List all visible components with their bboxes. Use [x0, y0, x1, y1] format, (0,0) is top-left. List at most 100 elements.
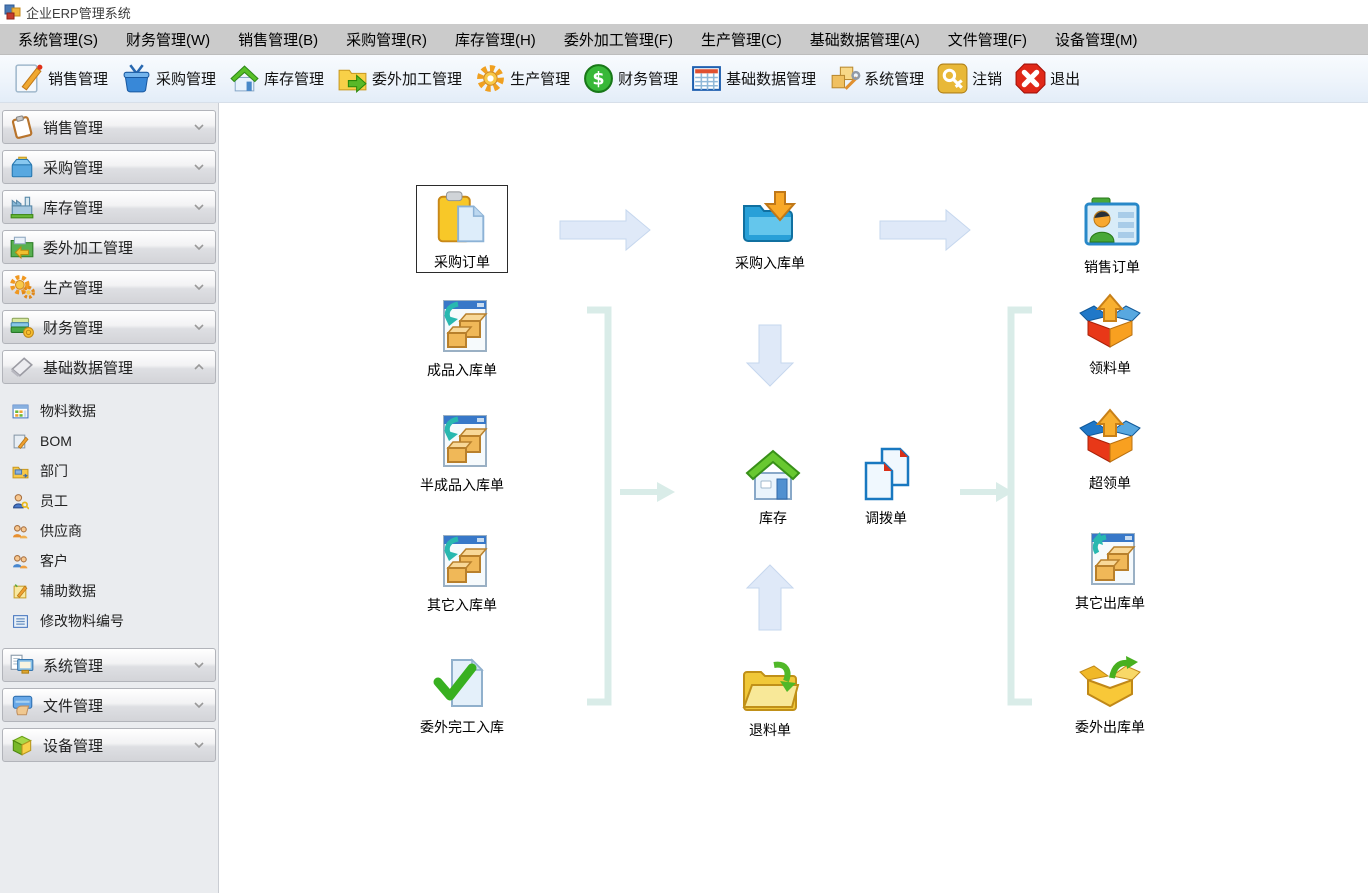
sidebar-panel-sales-label: 销售管理 — [43, 119, 104, 137]
left-small-arrow — [620, 482, 675, 502]
node-other-outbound[interactable]: 其它出库单 — [1055, 528, 1165, 613]
chevron-down-icon — [194, 244, 204, 251]
sidebar-panel-production[interactable]: 生产管理 — [2, 270, 216, 304]
toolbar-inventory-button[interactable]: 库存管理 — [222, 58, 330, 100]
left-bracket-connector — [587, 306, 612, 706]
toolbar-exit-button[interactable]: 退出 — [1008, 58, 1086, 100]
toolbar: 销售管理 采购管理 库存管理 委外加工管理 生产管理 — [0, 55, 1368, 103]
menu-inventory[interactable]: 库存管理(H) — [454, 31, 536, 49]
node-outsource-finish-inbound[interactable]: 委外完工入库 — [407, 652, 517, 737]
sidebar-item-supplier[interactable]: 供应商 — [0, 516, 218, 546]
menu-files[interactable]: 文件管理(F) — [947, 31, 1027, 49]
boxes-window-in-icon — [443, 300, 488, 352]
node-over-requisition[interactable]: 超领单 — [1055, 408, 1165, 493]
toolbar-logout-label: 注销 — [972, 71, 1003, 88]
toolbar-purchase-button[interactable]: 采购管理 — [114, 58, 222, 100]
node-transfer-order[interactable]: 调拨单 — [831, 443, 941, 528]
sidebar-panel-outsourcing[interactable]: 委外加工管理 — [2, 230, 216, 264]
sidebar-panel-finance-label: 财务管理 — [43, 319, 104, 337]
toolbar-sales-button[interactable]: 销售管理 — [6, 58, 114, 100]
sidebar-item-aux-data[interactable]: 辅助数据 — [0, 576, 218, 606]
flow-arrow-up — [745, 564, 795, 631]
node-material-requisition[interactable]: 领料单 — [1055, 293, 1165, 378]
sidebar-panel-equipment[interactable]: 设备管理 — [2, 728, 216, 762]
node-purchase-order-label: 采购订单 — [434, 254, 490, 270]
sidebar-panel-purchase[interactable]: 采购管理 — [2, 150, 216, 184]
chevron-down-icon — [194, 662, 204, 669]
sidebar-item-material-data[interactable]: 物料数据 — [0, 396, 218, 426]
chevron-down-icon — [194, 284, 204, 291]
node-outsource-outbound[interactable]: 委外出库单 — [1055, 652, 1165, 737]
node-purchase-order[interactable]: 采购订单 — [416, 185, 508, 273]
dollar-icon: $ — [584, 64, 614, 93]
bag-icon — [123, 64, 150, 93]
green-box-icon — [12, 735, 32, 756]
id-card-icon — [1084, 197, 1140, 246]
sidebar-panel-files[interactable]: 文件管理 — [2, 688, 216, 722]
factory-icon — [10, 196, 34, 219]
menu-purchase[interactable]: 采购管理(R) — [346, 31, 427, 49]
chevron-down-icon — [194, 702, 204, 709]
menu-sales[interactable]: 销售管理(B) — [238, 31, 319, 49]
node-sales-order[interactable]: 销售订单 — [1057, 192, 1167, 277]
toolbar-production-mgmt-label: 委外加工管理 — [372, 71, 463, 88]
node-other-inbound[interactable]: 其它入库单 — [407, 530, 517, 615]
right-bracket-connector — [1007, 306, 1032, 706]
key-icon — [937, 63, 968, 94]
sidebar-item-customer[interactable]: 客户 — [0, 546, 218, 576]
sidebar-item-edit-material-no[interactable]: 修改物料编号 — [0, 606, 218, 636]
node-semi-finished-inbound[interactable]: 半成品入库单 — [407, 410, 517, 495]
sidebar-panel-basedata[interactable]: 基础数据管理 — [2, 350, 216, 384]
toolbar-basedata-button[interactable]: 基础数据管理 — [684, 58, 822, 100]
sidebar-item-employee[interactable]: 员工 — [0, 486, 218, 516]
menu-finance[interactable]: 财务管理(W) — [126, 31, 211, 49]
title-bar: 企业ERP管理系统 — [0, 0, 1368, 24]
house-icon — [745, 449, 801, 500]
node-sales-order-label: 销售订单 — [1084, 259, 1140, 275]
menu-basedata[interactable]: 基础数据管理(A) — [809, 31, 920, 49]
purchase-box-icon — [11, 156, 33, 178]
customer-people-icon — [13, 554, 28, 568]
folder-return-icon — [10, 236, 34, 260]
node-semi-finished-inbound-label: 半成品入库单 — [420, 477, 504, 493]
menu-equipment[interactable]: 设备管理(M) — [1054, 31, 1138, 49]
edit-doc-icon — [15, 64, 43, 93]
node-finished-goods-inbound[interactable]: 成品入库单 — [407, 295, 517, 380]
window-title: 企业ERP管理系统 — [26, 5, 131, 21]
item-material-data-label: 物料数据 — [40, 403, 96, 419]
sidebar-item-bom[interactable]: BOM — [0, 426, 218, 456]
toolbar-inventory-label: 库存管理 — [264, 71, 325, 88]
sidebar-panel-finance[interactable]: 财务管理 — [2, 310, 216, 344]
node-outsource-finish-inbound-label: 委外完工入库 — [420, 719, 504, 735]
table-icon — [692, 66, 722, 91]
toolbar-logout-button[interactable]: 注销 — [930, 58, 1008, 100]
sidebar-panel-system[interactable]: 系统管理 — [2, 648, 216, 682]
toolbar-production-button[interactable]: 生产管理 — [468, 58, 576, 100]
toolbar-system-button[interactable]: 系统管理 — [822, 58, 930, 100]
item-employee-label: 员工 — [40, 493, 68, 509]
sidebar-panel-sales[interactable]: 销售管理 — [2, 110, 216, 144]
toolbar-production-label: 生产管理 — [510, 71, 571, 88]
menu-production[interactable]: 生产管理(C) — [700, 31, 782, 49]
menu-system[interactable]: 系统管理(S) — [18, 31, 98, 49]
main-flow-diagram: 采购订单 采购入库单 销售订单 — [219, 103, 1368, 893]
node-purchase-inbound[interactable]: 采购入库单 — [715, 188, 825, 273]
toolbar-finance-button[interactable]: $ 财务管理 — [576, 58, 684, 100]
sidebar-panel-basedata-label: 基础数据管理 — [43, 359, 134, 377]
grid-icon — [12, 404, 29, 418]
sidebar-item-department[interactable]: 部门 — [0, 456, 218, 486]
node-inventory[interactable]: 库存 — [718, 443, 828, 528]
sidebar-panel-inventory[interactable]: 库存管理 — [2, 190, 216, 224]
toolbar-finance-label: 财务管理 — [618, 71, 679, 88]
open-box-up-arrow-icon — [1079, 293, 1141, 348]
chevron-down-icon — [194, 204, 204, 211]
toolbar-outsourcing-button[interactable]: 委外加工管理 — [330, 58, 468, 100]
app-window-icon — [4, 4, 21, 20]
toolbar-sales-label: 销售管理 — [48, 71, 109, 88]
gear-icon — [477, 65, 504, 92]
menu-outsourcing[interactable]: 委外加工管理(F) — [563, 31, 673, 49]
flow-arrow-right-2 — [879, 208, 971, 252]
node-material-return[interactable]: 退料单 — [715, 655, 825, 740]
toolbar-basedata-label: 基础数据管理 — [726, 71, 817, 88]
supplier-people-icon — [13, 524, 28, 538]
